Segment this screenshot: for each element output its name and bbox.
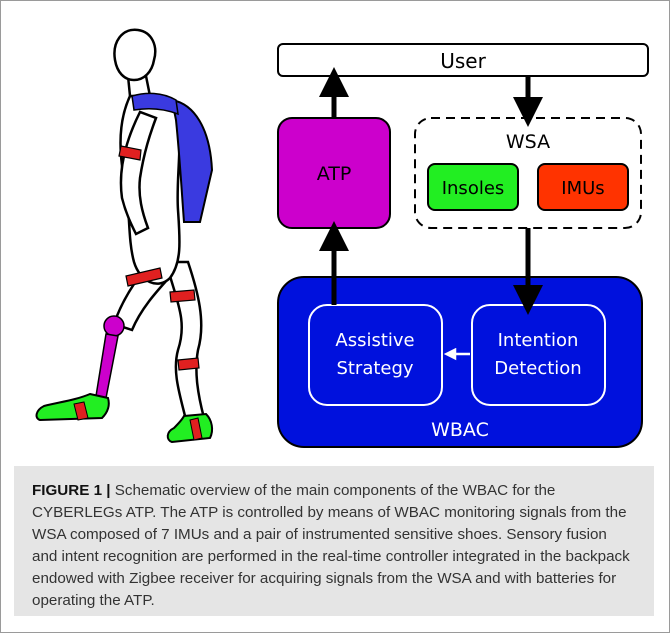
backpack [170, 98, 214, 223]
imu-strap-shin [177, 357, 200, 371]
caption-label: FIGURE 1 | [32, 482, 111, 499]
imus-box [537, 163, 629, 211]
figure-illustration: User ATP WSA Insoles IMUs Assistive Stra… [35, 28, 649, 448]
user-box [277, 43, 649, 77]
imu-strap-arm [118, 145, 142, 161]
arm [119, 110, 158, 236]
wsa-label: WSA [506, 131, 550, 153]
assistive-strategy-box [308, 304, 443, 406]
insoles-label: Insoles [442, 178, 505, 199]
assistive-label-line1: Assistive [335, 330, 414, 351]
walking-mannequin-illustration [35, 28, 214, 444]
back-shoe [35, 392, 110, 422]
front-leg [164, 260, 206, 422]
caption-text: Schematic overview of the main component… [32, 482, 630, 609]
imus-label: IMUs [561, 178, 604, 199]
prosthetic-knee [103, 315, 125, 337]
head [113, 28, 157, 82]
wbac-label: WBAC [431, 419, 489, 441]
backpack-shoulder-strap [131, 92, 179, 116]
insoles-box [427, 163, 519, 211]
front-shoe-sensor [189, 417, 203, 441]
atp-label: ATP [317, 163, 352, 185]
intention-label-line2: Detection [494, 358, 581, 379]
user-label: User [440, 49, 486, 73]
intention-label-line1: Intention [498, 330, 579, 351]
back-shoe-sensor [73, 401, 89, 421]
imu-strap-thigh [169, 289, 196, 303]
prosthetic-shank [95, 333, 119, 399]
front-shoe [166, 412, 214, 444]
block-diagram: User ATP WSA Insoles IMUs Assistive Stra… [277, 43, 649, 448]
figure-caption: FIGURE 1 | Schematic overview of the mai… [14, 466, 654, 616]
assistive-label-line2: Strategy [336, 358, 413, 379]
imu-strap-waist [125, 267, 163, 287]
